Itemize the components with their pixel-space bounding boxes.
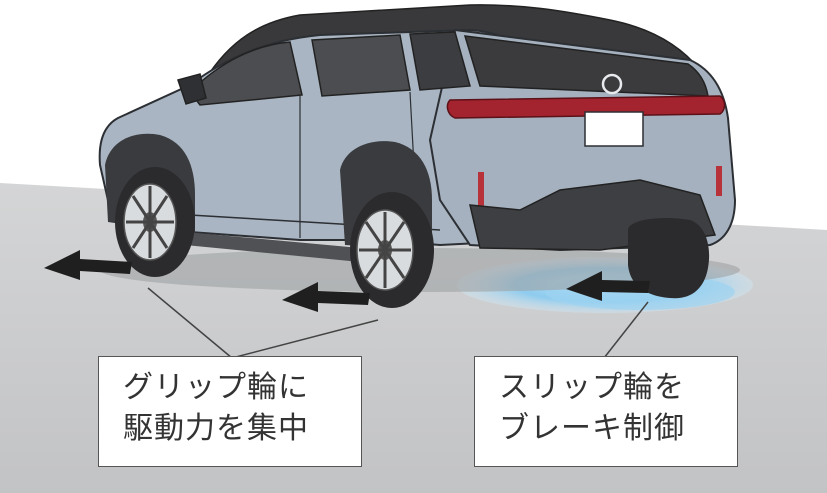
side-window-front xyxy=(189,41,303,106)
wheel-rear-right xyxy=(628,218,710,299)
grip-label-line1: グリップ輪に xyxy=(123,370,309,405)
side-window-rear xyxy=(311,34,411,97)
slip-label-line1: スリップ輪を xyxy=(499,370,685,405)
taillight xyxy=(446,95,726,119)
car-roof xyxy=(203,4,702,82)
license-plate xyxy=(584,111,644,147)
wheel-rear-left xyxy=(350,192,434,308)
grip-wheel-label: グリップ輪に 駆動力を集中 xyxy=(98,356,362,467)
leader-line-grip-2 xyxy=(231,319,379,359)
arrow-rear-right xyxy=(566,271,650,301)
wheel-front-left xyxy=(115,167,195,277)
arrow-front-left xyxy=(44,250,132,280)
side-mirror xyxy=(177,73,207,105)
slip-wheel-label: スリップ輪を ブレーキ制御 xyxy=(474,356,738,467)
emblem xyxy=(601,73,623,95)
grip-label-line2: 駆動力を集中 xyxy=(123,411,309,446)
leader-line-slip xyxy=(603,301,649,359)
leader-line-grip-1 xyxy=(147,287,233,359)
slip-label-line2: ブレーキ制御 xyxy=(499,411,685,446)
arrow-rear-left xyxy=(282,282,370,312)
